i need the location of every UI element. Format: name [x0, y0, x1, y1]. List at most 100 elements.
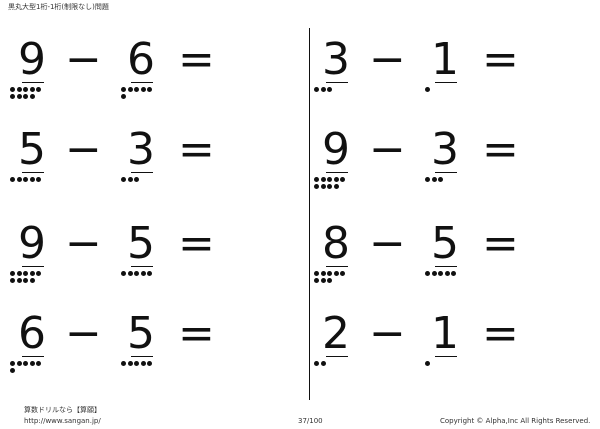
minuend-underline: [22, 266, 44, 267]
counting-dot: [327, 87, 332, 92]
minuend-number: 9: [322, 124, 350, 175]
counting-dot: [121, 177, 126, 182]
minus-sign: −: [65, 308, 102, 359]
subtrahend-underline: [435, 266, 457, 267]
counting-dot: [36, 271, 41, 276]
counting-dot: [327, 183, 332, 189]
counting-dot: [121, 93, 126, 99]
counting-dot: [23, 87, 28, 92]
subtrahend-underline: [131, 356, 153, 357]
equals-sign: =: [178, 124, 215, 175]
counting-dot: [320, 177, 326, 182]
subtraction-problem: 6−5=: [8, 312, 308, 392]
counting-dot: [134, 271, 139, 276]
subtraction-problem: 8−5=: [312, 222, 600, 302]
counting-dot: [121, 271, 126, 276]
counting-dot: [23, 93, 28, 99]
minus-sign: −: [369, 34, 406, 85]
equals-sign: =: [178, 34, 215, 85]
counting-dot: [320, 277, 326, 283]
counting-dot: [147, 271, 152, 276]
counting-dot: [320, 87, 326, 92]
minus-sign: −: [369, 218, 406, 269]
subtrahend-underline: [435, 172, 457, 173]
counting-dot: [147, 361, 152, 366]
counting-dot: [29, 177, 35, 182]
counting-dot: [127, 87, 133, 92]
equals-sign: =: [482, 308, 519, 359]
equals-sign: =: [482, 218, 519, 269]
counting-dot: [10, 87, 15, 92]
counting-dot: [134, 87, 139, 92]
counting-dot: [36, 87, 41, 92]
subtrahend-number: 1: [431, 308, 459, 359]
counting-dot: [320, 271, 326, 276]
minuend-underline: [326, 172, 348, 173]
minuend-number: 8: [322, 218, 350, 269]
counting-dot: [333, 271, 339, 276]
subtrahend-underline: [131, 82, 153, 83]
minuend-underline: [22, 82, 44, 83]
counting-dot: [127, 361, 133, 366]
worksheet-title: 黒丸大型1桁-1桁(制限なし)問題: [8, 3, 109, 11]
counting-dot: [314, 361, 319, 366]
minus-sign: −: [65, 34, 102, 85]
subtrahend-underline: [435, 82, 457, 83]
column-divider: [309, 28, 310, 400]
counting-dot: [29, 361, 35, 366]
copyright-notice: Copyright © Alpha,Inc All Rights Reserve…: [440, 417, 591, 425]
subtraction-problem: 5−3=: [8, 128, 308, 208]
counting-dot: [121, 361, 126, 366]
counting-dot: [29, 271, 35, 276]
counting-dot: [16, 271, 22, 276]
counting-dot: [314, 177, 319, 182]
counting-dot: [10, 367, 15, 373]
counting-dot: [16, 87, 22, 92]
counting-dot: [140, 87, 146, 92]
subtrahend-underline: [131, 172, 153, 173]
counting-dot: [425, 361, 430, 366]
subtrahend-underline: [435, 356, 457, 357]
subtraction-problem: 2−1=: [312, 312, 600, 392]
counting-dot: [127, 271, 133, 276]
counting-dot: [320, 183, 326, 189]
minuend-underline: [326, 82, 348, 83]
counting-dot: [340, 177, 345, 182]
counting-dot: [140, 361, 146, 366]
counting-dot: [425, 271, 430, 276]
counting-dot: [29, 87, 35, 92]
page-number: 37/100: [298, 417, 323, 425]
counting-dot: [29, 93, 35, 99]
counting-dot: [23, 277, 28, 283]
subtraction-problem: 9−6=: [8, 38, 308, 118]
subtraction-problem: 9−5=: [8, 222, 308, 302]
subtrahend-number: 3: [127, 124, 155, 175]
minuend-number: 5: [18, 124, 46, 175]
counting-dot: [314, 277, 319, 283]
counting-dot: [333, 183, 339, 189]
counting-dot: [134, 177, 139, 182]
subtrahend-underline: [131, 266, 153, 267]
subtrahend-number: 5: [127, 308, 155, 359]
counting-dot: [147, 87, 152, 92]
subtrahend-number: 5: [431, 218, 459, 269]
counting-dot: [16, 277, 22, 283]
minus-sign: −: [65, 124, 102, 175]
counting-dot: [327, 271, 332, 276]
counting-dot: [10, 177, 15, 182]
counting-dot: [425, 87, 430, 92]
footer-url-link[interactable]: http://www.sangan.jp/: [24, 417, 101, 425]
minuend-underline: [22, 172, 44, 173]
minuend-underline: [326, 266, 348, 267]
counting-dot: [314, 183, 319, 189]
counting-dot: [425, 177, 430, 182]
counting-dot: [10, 93, 15, 99]
subtrahend-number: 3: [431, 124, 459, 175]
minuend-number: 9: [18, 34, 46, 85]
minuend-number: 6: [18, 308, 46, 359]
counting-dot: [438, 177, 443, 182]
counting-dot: [140, 271, 146, 276]
counting-dot: [314, 87, 319, 92]
subtraction-problem: 3−1=: [312, 38, 600, 118]
equals-sign: =: [482, 124, 519, 175]
